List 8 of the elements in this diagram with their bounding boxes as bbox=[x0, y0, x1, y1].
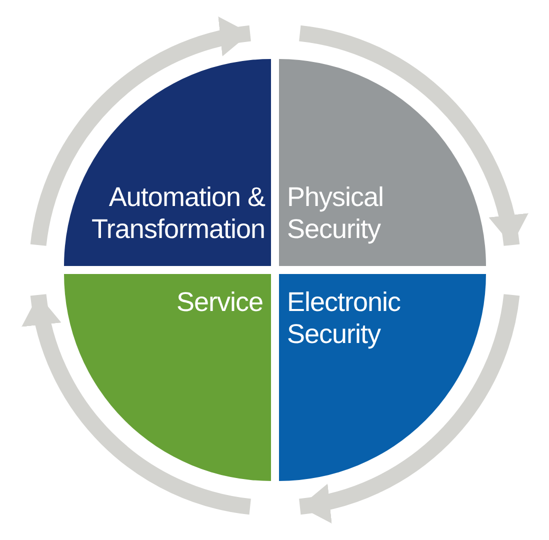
quadrant-shape bbox=[279, 59, 486, 266]
quadrant-label: Physical Security bbox=[287, 181, 385, 245]
quadrant-label: Automation & Transformation bbox=[90, 181, 265, 245]
quadrant-label: Electronic Security bbox=[287, 286, 402, 350]
quadrant-shape bbox=[279, 274, 486, 481]
quadrant-shape bbox=[64, 274, 271, 481]
quadrant-shape bbox=[64, 59, 271, 266]
quadrant-label: Service bbox=[175, 286, 263, 318]
